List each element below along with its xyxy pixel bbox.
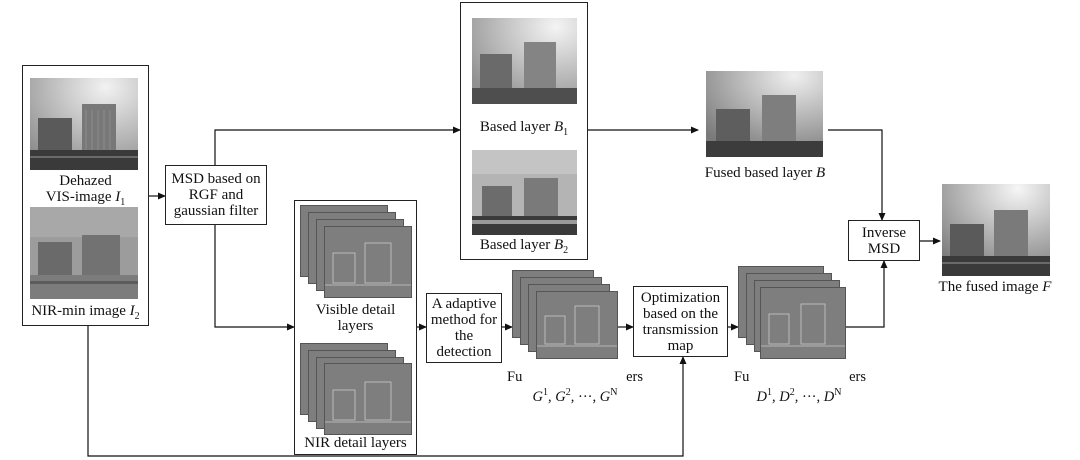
- arrow-msd-to-detail-layers: [214, 225, 295, 331]
- nir-min-image-label: NIR-min image I2: [31, 303, 140, 322]
- arrow-d-to-inverse: [846, 260, 888, 328]
- base-layer-b2-image: [472, 150, 577, 235]
- arrow-msd-to-base-layers: [214, 126, 461, 165]
- g-layers-label: Fu ers G1, G2, ···, GN: [507, 369, 643, 405]
- inverse-msd-box: Inverse MSD: [848, 220, 920, 261]
- optimization-box: Optimization based on the transmission m…: [633, 286, 728, 357]
- dehazed-vis-image: [30, 78, 138, 170]
- adaptive-method-box: A adaptive method for the detection: [426, 293, 502, 363]
- d-layers-label: Fu ers D1, D2, ···, DN: [734, 369, 866, 405]
- arrow-nir-to-optimization: [87, 326, 687, 457]
- arrow-fused-base-to-inverse: [828, 129, 886, 221]
- nir-detail-stack: [300, 343, 412, 435]
- g-layers-stack: [512, 270, 618, 360]
- fused-base-layer-label: Fused based layer B: [704, 165, 826, 181]
- msd-line-2: RGF and: [188, 187, 244, 203]
- d-layers-stack: [738, 266, 846, 360]
- msd-line-1: MSD based on: [171, 171, 261, 187]
- nir-detail-label: NIR detail layers: [304, 435, 407, 451]
- nir-min-image: [30, 207, 138, 299]
- fused-output-label: The fused image F: [938, 279, 1052, 295]
- visible-detail-stack: [300, 205, 412, 298]
- base-layer-b1-label: Based layer B1: [479, 119, 569, 138]
- msd-line-3: gaussian filter: [173, 203, 259, 219]
- base-layer-b2-label: Based layer B2: [479, 237, 569, 256]
- fused-base-layer-image: [706, 71, 823, 157]
- vis-image-label: Dehazed VIS-image I1: [45, 173, 126, 208]
- fused-output-image: [942, 184, 1050, 276]
- msd-box: MSD based on RGF and gaussian filter: [165, 165, 267, 225]
- base-layer-b1-image: [472, 18, 577, 104]
